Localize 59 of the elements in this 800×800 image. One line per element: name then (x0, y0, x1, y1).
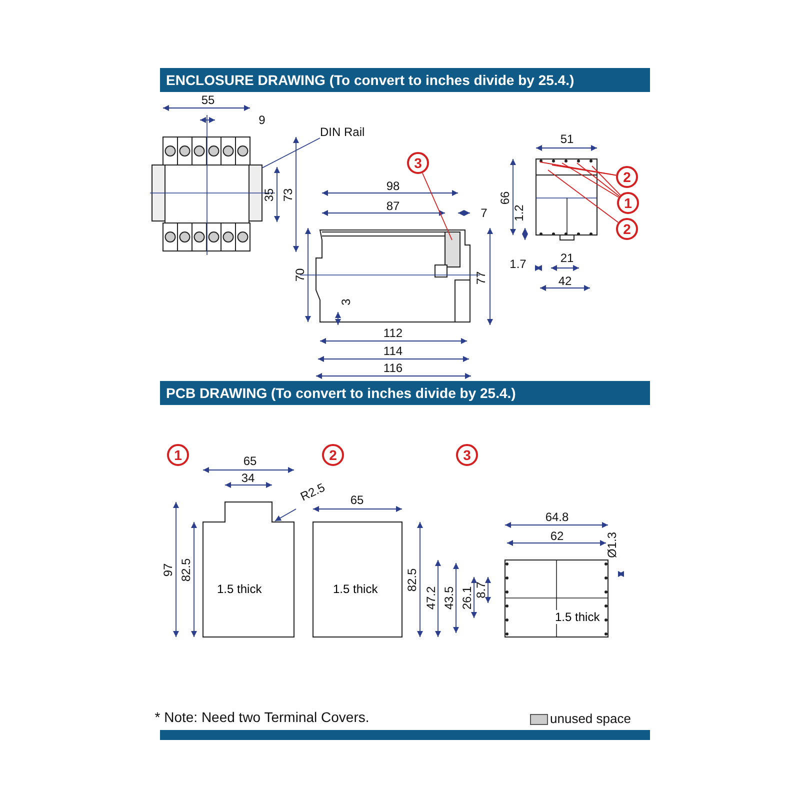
callout-number: 1 (167, 444, 189, 466)
dimension-value: 114 (383, 345, 403, 357)
legend-label: unused space (550, 712, 631, 725)
leader-line (548, 170, 619, 223)
thickness-note: 1.5 thick (333, 582, 378, 596)
dimension-value: 21 (560, 252, 574, 264)
dimension-value: 51 (560, 133, 574, 145)
dimension-value: 98 (386, 180, 400, 192)
leader-line (274, 508, 296, 522)
pcb-outline (203, 502, 294, 637)
dimension-value: 43.5 (443, 586, 455, 610)
thickness-note: 1.5 thick (217, 582, 262, 596)
dimension-value: 34 (241, 472, 255, 484)
pcb-outline (313, 522, 402, 637)
dimension-value: 65 (243, 455, 257, 467)
leader-line (422, 172, 452, 240)
radius-value: R2.5 (298, 481, 327, 503)
callout-number: 1 (617, 192, 639, 214)
dimension-value: 64.8 (545, 511, 569, 523)
dimension-value: 1.7 (510, 258, 526, 270)
section-heading: ENCLOSURE DRAWING (To convert to inches divide by 25.4.) (166, 72, 574, 88)
dimension-value: 35 (263, 188, 275, 202)
dimension-value: 26.1 (461, 586, 473, 610)
dimension-value: 112 (383, 327, 403, 339)
dimension-value: 116 (383, 362, 403, 374)
dimension-value: 3 (340, 298, 352, 306)
dimension-value: 1.2 (513, 204, 525, 222)
dimension-value: 97 (162, 563, 174, 577)
dimension-value: 87 (386, 200, 400, 212)
dimension-value: 9 (258, 114, 266, 126)
leader-line (562, 162, 620, 198)
leader-line (576, 162, 620, 197)
dimension-value: Ø1.3 (606, 532, 618, 558)
dimension-value: 82.5 (180, 558, 192, 582)
callout-number: 3 (407, 152, 429, 174)
dimension-value: 66 (499, 191, 511, 205)
section-heading: PCB DRAWING (To convert to inches divide by 25.4.) (166, 385, 516, 401)
leader-line (552, 164, 617, 176)
callout-number: 2 (616, 218, 638, 240)
dimension-value: 7 (480, 207, 488, 219)
callout-number: 3 (456, 444, 478, 466)
dimension-value: 55 (201, 94, 215, 106)
dimension-value: 65 (350, 494, 364, 506)
dimension-value: 62 (550, 530, 564, 542)
part-label: DIN Rail (320, 126, 365, 138)
callout-number: 2 (616, 166, 638, 188)
leader-line (592, 166, 621, 196)
dimension-value: 73 (282, 188, 294, 202)
dimension-value: 8.7 (475, 582, 487, 598)
leader-line (262, 138, 320, 168)
dimension-value: 82.5 (406, 568, 418, 592)
dimension-value: 77 (475, 271, 487, 285)
dimension-value: 70 (294, 268, 306, 282)
dimension-value: 47.2 (425, 586, 437, 610)
callout-number: 2 (322, 444, 344, 466)
pcb-outline (505, 560, 608, 637)
thickness-note: 1.5 thick (555, 610, 600, 624)
note-text: * Note: Need two Terminal Covers. (154, 710, 370, 724)
dimension-value: 42 (558, 275, 572, 287)
